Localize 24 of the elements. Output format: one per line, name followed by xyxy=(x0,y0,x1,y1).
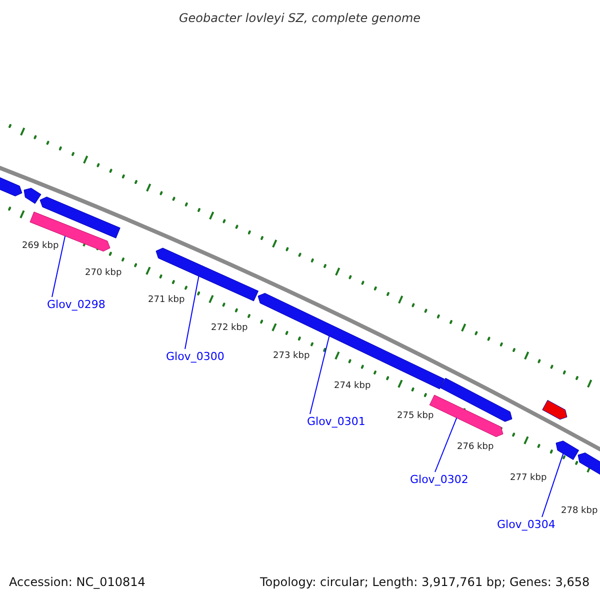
gene-label: Glov_0301 xyxy=(307,416,366,427)
leader-line xyxy=(52,236,66,298)
leader-line xyxy=(184,276,200,350)
gene-label: Glov_0298 xyxy=(47,299,106,310)
gene-feature xyxy=(258,292,445,390)
footer-text: Topology: circular; Length: 3,917,761 bp; Genes: 3,658 xyxy=(260,576,590,588)
leader-line xyxy=(434,417,458,472)
position-label: 277 kbp xyxy=(510,474,547,483)
gene-label: Glov_0300 xyxy=(166,351,224,362)
position-label: 271 kbp xyxy=(148,296,185,305)
position-label: 278 kbp xyxy=(561,507,598,516)
leader-line xyxy=(542,453,564,518)
position-label: 275 kbp xyxy=(397,412,434,421)
position-label: 272 kbp xyxy=(211,324,248,333)
footer-text: Accession: NC_010814 xyxy=(9,576,146,588)
gene-label: Glov_0302 xyxy=(410,474,468,485)
gene-feature xyxy=(556,440,580,460)
leader-line xyxy=(310,336,330,414)
title: Geobacter lovleyi SZ, complete genome xyxy=(179,12,421,24)
position-label: 270 kbp xyxy=(85,269,122,278)
gene-label: Glov_0304 xyxy=(497,519,556,530)
position-label: 273 kbp xyxy=(273,352,310,361)
position-label: 269 kbp xyxy=(22,242,59,251)
position-label: 274 kbp xyxy=(334,382,371,391)
